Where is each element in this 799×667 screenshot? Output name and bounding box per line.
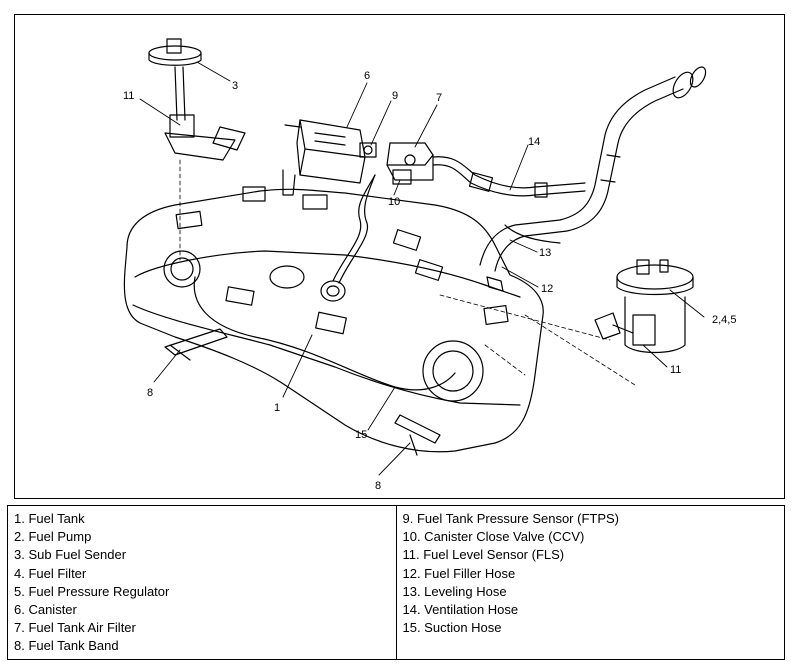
legend-item: 3. Sub Fuel Sender: [14, 547, 127, 563]
fuel-filler-hose: [479, 66, 707, 292]
legend-item: 6. Canister: [14, 602, 77, 618]
legend-item: 8. Fuel Tank Band: [14, 638, 119, 654]
callout-11b: 11: [670, 364, 681, 376]
callout-14: 14: [528, 136, 540, 148]
fuel-tank-pressure-sensor: [359, 142, 377, 158]
leader-lines: [139, 61, 705, 476]
sub-fuel-sender: [148, 38, 246, 161]
canister: [282, 119, 366, 196]
callout-8a: 8: [147, 387, 153, 399]
callout-13: 13: [539, 247, 551, 259]
callout-8b: 8: [375, 480, 381, 492]
callout-1: 1: [274, 402, 280, 414]
canister-close-valve: [392, 169, 412, 185]
fuel-tank-air-filter: [386, 142, 434, 181]
leveling-hose-2: [338, 174, 376, 284]
diagram-frame: 3 11 6 9 7 10 14 13 12 2,4,5 11 8 1 15 8: [14, 14, 785, 499]
suction-hose: [193, 276, 456, 391]
callout-3: 3: [232, 80, 238, 92]
legend-item: 10. Canister Close Valve (CCV): [402, 529, 585, 545]
callout-6: 6: [364, 70, 370, 82]
legend-item: 15. Suction Hose: [402, 620, 502, 636]
legend-item: 5. Fuel Pressure Regulator: [14, 583, 170, 599]
leveling-hose: [332, 174, 376, 282]
legend-column-right: 9. Fuel Tank Pressure Sensor (FTPS) 10. …: [395, 506, 785, 659]
fuel-tank: [123, 186, 544, 453]
parts-legend: 1. Fuel Tank 2. Fuel Pump 3. Sub Fuel Se…: [7, 505, 785, 660]
fuel-tank-band: [164, 328, 441, 456]
legend-item: 1. Fuel Tank: [14, 511, 85, 526]
callout-11a: 11: [123, 90, 134, 102]
legend-item: 13. Leveling Hose: [402, 583, 507, 599]
callout-9: 9: [392, 90, 398, 102]
legend-item: 7. Fuel Tank Air Filter: [14, 620, 136, 636]
legend-item: 12. Fuel Filler Hose: [402, 565, 516, 581]
legend-item: 4. Fuel Filter: [14, 565, 87, 581]
fuel-pump-assembly: [594, 259, 694, 354]
legend-column-left: 1. Fuel Tank 2. Fuel Pump 3. Sub Fuel Se…: [8, 506, 396, 659]
callout-12: 12: [541, 283, 553, 295]
callout-15: 15: [355, 429, 367, 441]
callout-7: 7: [436, 92, 442, 104]
legend-item: 14. Ventilation Hose: [402, 602, 519, 618]
assembly-guide-lines: [179, 159, 636, 386]
callout-2-4-5: 2,4,5: [712, 314, 736, 326]
legend-item: 9. Fuel Tank Pressure Sensor (FTPS): [402, 511, 620, 526]
ventilation-hose: [432, 156, 586, 198]
legend-item: 11. Fuel Level Sensor (FLS): [402, 547, 565, 563]
callout-10: 10: [388, 196, 400, 208]
legend-item: 2. Fuel Pump: [14, 529, 92, 545]
fuel-system-diagram: 3 11 6 9 7 10 14 13 12 2,4,5 11 8 1 15 8: [123, 38, 736, 492]
